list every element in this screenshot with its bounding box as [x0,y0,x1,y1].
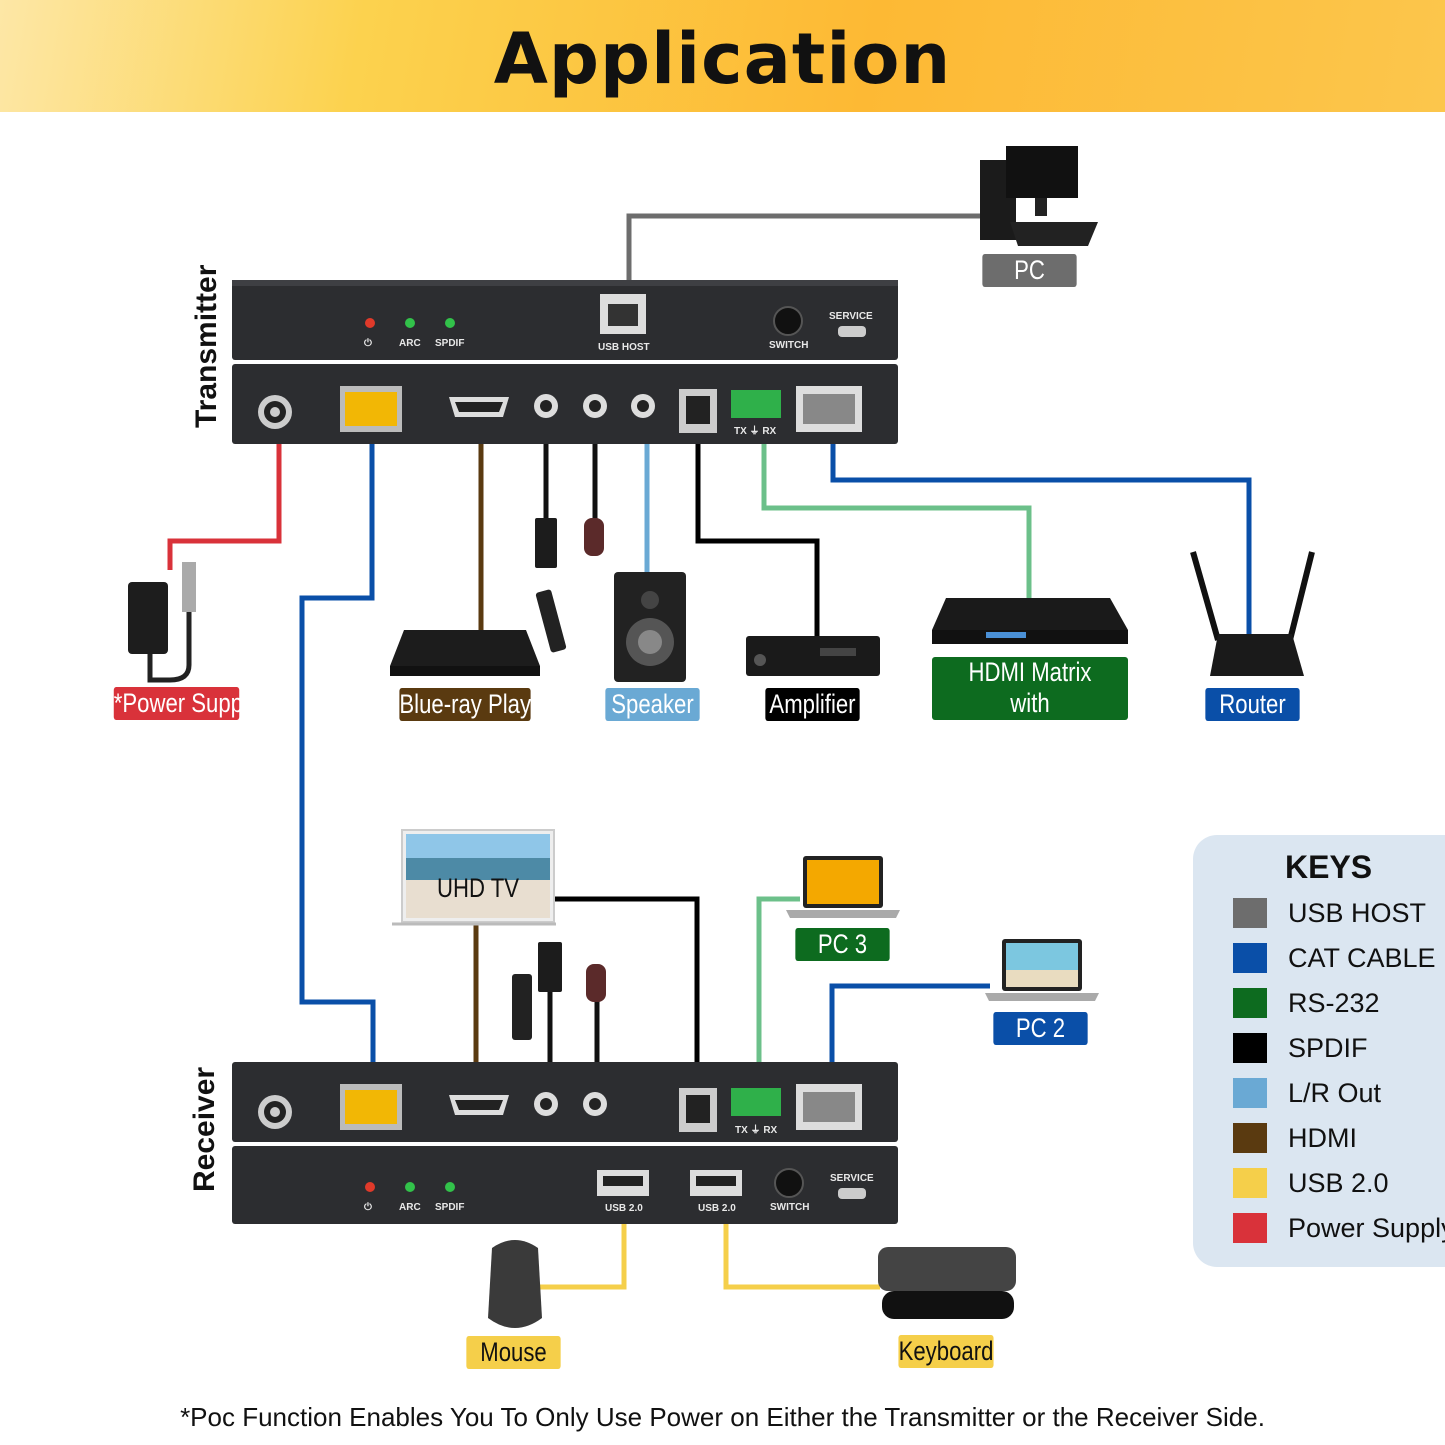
usb-cable-mouse [540,1222,627,1290]
usb-cable-keyboard [723,1222,880,1290]
rx-usb2-text: USB 2.0 [698,1203,736,1214]
power-supply-label: *Power Supply [113,687,259,720]
amplifier-label: Amplifier [765,688,860,721]
receiver-top-panel: TX ⏚ RX [232,1062,898,1142]
uhd-tv-label: UHD TV [436,873,519,903]
pc3-laptop-icon [786,856,900,918]
speaker-icon [614,572,686,682]
header-banner: Application [0,0,1445,112]
transmitter-top-panel: ⏻ ARC SPDIF USB HOST SWITCH SERVICE [232,280,898,360]
mouse-label: Mouse [466,1336,561,1369]
rs232-cable-tx [761,444,1032,600]
rx-switch-text: SWITCH [770,1202,809,1213]
rx-arc-text: ARC [399,1202,421,1213]
ir-sensors-rx-icon [512,942,606,1040]
key-usb2-swatch [1233,1168,1267,1198]
pc2-label: PC 2 [993,1012,1088,1045]
key-usb-host-text: USB HOST [1288,898,1427,928]
rx-service-text: SERVICE [830,1173,874,1184]
svg-text:⏻: ⏻ [364,337,372,349]
usb-host-cable [626,213,985,282]
rx-usb1-text: USB 2.0 [605,1203,643,1214]
key-power-supply-text: Power Supply [1288,1213,1445,1243]
cat-link-cable [299,444,376,1062]
bluray-player-icon [390,630,540,676]
tx-usb-host-text: USB HOST [598,342,650,353]
router-icon [1190,551,1315,676]
router-label: Router [1205,688,1300,721]
key-hdmi-swatch [1233,1123,1267,1153]
lan-cable-pc2 [829,983,990,1062]
amplifier-icon [746,636,880,676]
receiver-label: Receiver [188,1066,221,1192]
tx-switch-text: SWITCH [769,340,808,351]
key-cat-cable-text: CAT CABLE [1288,943,1436,973]
receiver-bottom-panel: ⏻ ARC SPDIF USB 2.0 USB 2.0 SWITCH SERVI… [232,1146,898,1224]
pc3-label: PC 3 [795,928,890,961]
key-usb2-text: USB 2.0 [1288,1168,1389,1198]
key-spdif-swatch [1233,1033,1267,1063]
key-cat-cable-swatch [1233,943,1267,973]
hdmi-matrix-icon [932,598,1128,644]
key-power-supply-swatch [1233,1213,1267,1243]
pc-icon [980,146,1098,246]
tx-rs232-text: TX ⏚ RX [734,425,777,437]
rs232-cable-rx [756,896,800,1062]
transmitter-label: Transmitter [190,264,223,428]
lan-cable-router [830,444,1252,640]
mouse-icon [488,1240,542,1328]
spdif-cable-rx [553,896,700,1062]
key-hdmi-text: HDMI [1288,1123,1357,1153]
svg-text:⏻: ⏻ [364,1201,372,1213]
rx-spdif-text: SPDIF [435,1202,464,1213]
keys-title: KEYS [1285,849,1373,885]
power-adapter-icon [128,562,196,683]
hdmi-matrix-label-line2: RS-232 function [950,719,1110,749]
page-title: Application [493,18,952,100]
keyboard-icon [878,1247,1016,1319]
footnote: *Poc Function Enables You To Only Use Po… [180,1402,1265,1432]
spdif-cable-tx [695,444,820,640]
tx-spdif-text: SPDIF [435,338,464,349]
power-cable [167,444,282,570]
keys-legend: KEYS USB HOST CAT CABLE RS-232 SPDIF L/R… [1193,835,1445,1267]
key-spdif-text: SPDIF [1288,1033,1368,1063]
keyboard-label: Keyboard [898,1335,994,1368]
key-usb-host-swatch [1233,898,1267,928]
hdmi-matrix-label-line1: HDMI Matrix with [968,657,1092,718]
hdmi-matrix-label: HDMI Matrix with RS-232 function [932,657,1128,749]
key-rs232-text: RS-232 [1288,988,1380,1018]
tx-arc-text: ARC [399,338,421,349]
rx-rs232-text: TX ⏚ RX [735,1124,778,1136]
ir-sensors-tx-icon [535,518,604,653]
key-lr-out-swatch [1233,1078,1267,1108]
speaker-label: Speaker [605,688,700,721]
bluray-label: Blue-ray Player [399,688,551,721]
uhd-tv-icon [392,829,556,926]
tx-service-text: SERVICE [829,311,873,322]
pc2-laptop-icon [985,939,1099,1001]
key-lr-out-text: L/R Out [1288,1078,1382,1108]
key-rs232-swatch [1233,988,1267,1018]
transmitter-bottom-panel: TX ⏚ RX [232,364,898,444]
pc-label: PC [982,254,1077,287]
